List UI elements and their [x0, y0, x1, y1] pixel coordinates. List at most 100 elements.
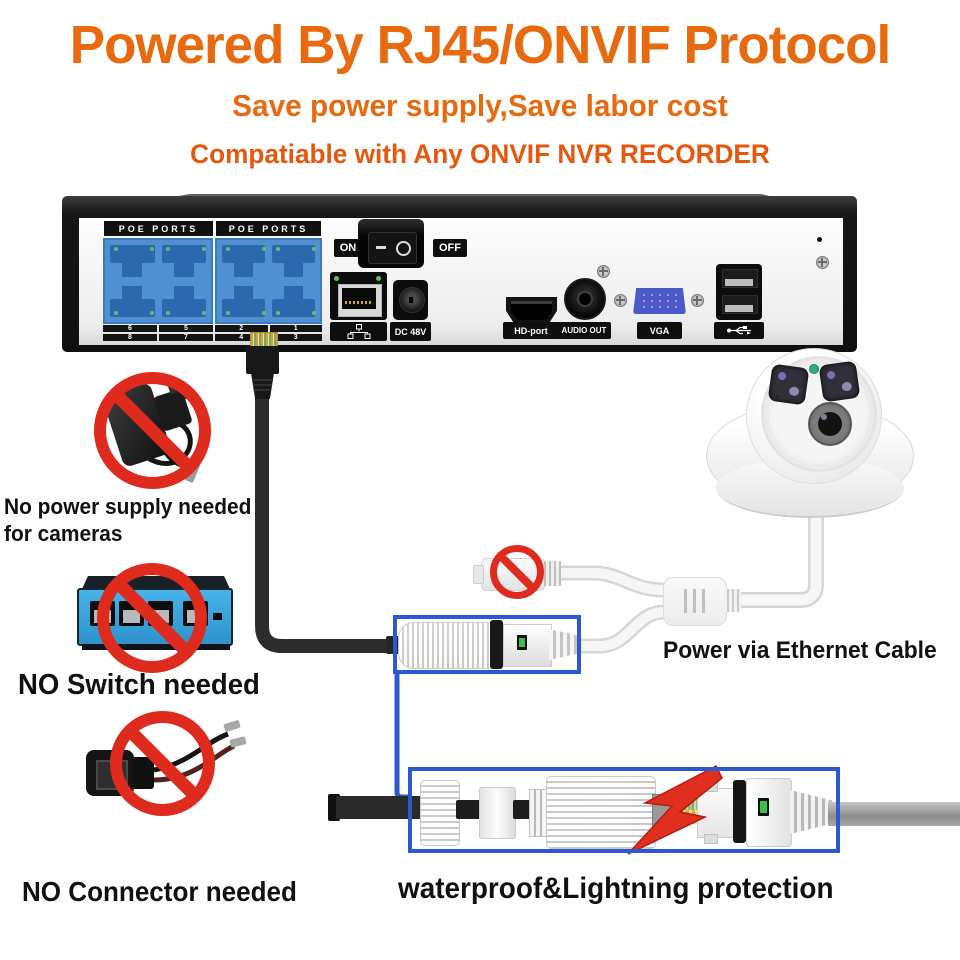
port-number: 5 [159, 325, 213, 332]
poe-ports-label-right: POE PORTS [216, 221, 321, 236]
power-on-label: ON [334, 239, 362, 257]
port-led-icon [226, 311, 230, 315]
port-led-icon [276, 247, 280, 251]
green-led-icon [517, 635, 527, 650]
connector-pin [513, 800, 533, 819]
port-led-icon [114, 247, 118, 251]
waterproof-text: waterproof&Lightning protection [398, 872, 834, 905]
poe-port [161, 285, 207, 318]
poe-port [222, 245, 265, 277]
port-led-icon [226, 247, 230, 251]
port-led-icon [165, 247, 170, 251]
port-number: 8 [103, 334, 157, 341]
poe-port [110, 245, 155, 277]
port-number-strip-left: 6 5 8 7 [103, 325, 213, 341]
port-number: 4 [215, 334, 268, 341]
switch-on-mark-icon [376, 246, 386, 249]
audio-label: AUDIO OUT [557, 322, 611, 339]
port-number: 1 [269, 325, 322, 332]
waterproof-nut [479, 787, 516, 839]
power-via-ethernet-text: Power via Ethernet Cable [663, 637, 937, 664]
no-power-line2: for cameras [4, 521, 123, 546]
poe-port [222, 285, 265, 318]
poe-port [161, 245, 207, 277]
usb-trident-icon [727, 326, 751, 335]
usb-label [714, 322, 764, 339]
green-led-icon [758, 798, 769, 816]
usb-tab [725, 279, 753, 286]
page-subtitle: Save power supply,Save labor cost [232, 88, 728, 123]
no-connector-text: NO Connector needed [22, 876, 297, 907]
gray-cable [828, 802, 960, 826]
port-number: 2 [215, 325, 268, 332]
camera-pigtail-cables [556, 512, 824, 654]
no-symbol-icon [110, 711, 215, 816]
no-power-line1: No power supply needed [4, 494, 252, 519]
network-nodes-icon [347, 324, 370, 339]
vga-port-pins [640, 292, 680, 310]
waterproof-sleeve-ribbed [546, 776, 656, 849]
vga-label: VGA [637, 322, 682, 339]
screw-head-icon [816, 256, 829, 269]
usb-tab [725, 305, 753, 312]
poe-port [272, 245, 315, 277]
hdmi-label: HD-port [503, 322, 559, 339]
poe-port [110, 285, 155, 318]
audio-jack-hole [577, 291, 593, 307]
dc-label: DC 48V [390, 322, 431, 341]
waterproof-connector-band [490, 620, 503, 669]
lan-led-icon [334, 276, 339, 281]
camera-base-rim [716, 458, 904, 518]
switch-button [213, 613, 222, 620]
poe-ports-label-left: POE PORTS [104, 221, 213, 236]
screw-head-icon [614, 294, 627, 307]
poe-port [272, 285, 315, 318]
dc-jack-pin [409, 297, 413, 303]
rj45-plug-boot [251, 373, 274, 399]
splitter-ridges [684, 589, 706, 613]
reset-pinhole [817, 237, 822, 242]
black-cable-segment [336, 796, 428, 819]
port-led-icon [165, 311, 170, 315]
screw-head-icon [597, 265, 610, 278]
no-symbol-icon [94, 372, 211, 489]
switch-off-mark-icon [396, 241, 411, 256]
mic-hole [776, 395, 779, 398]
socket-black-ring [733, 780, 746, 843]
lightning-bolt-icon [627, 764, 723, 855]
power-off-label: OFF [433, 239, 467, 257]
hdmi-port-opening [511, 301, 552, 320]
rj45-plug-body [246, 346, 279, 374]
lan-jack-pins [345, 301, 373, 304]
port-led-icon [276, 311, 280, 315]
no-power-supply-text: No power supply needed for cameras [4, 493, 251, 547]
waterproof-cap-ribbed [420, 780, 460, 846]
black-ethernet-cable [255, 396, 392, 653]
camera-lens [808, 402, 852, 446]
poe-port-group-right [215, 238, 322, 324]
status-led-icon [809, 364, 819, 374]
ir-led-icon [818, 360, 861, 403]
no-symbol-icon [490, 545, 544, 599]
splitter-collar [724, 589, 741, 612]
port-led-icon [114, 311, 118, 315]
no-symbol-icon [97, 563, 207, 673]
lan-label [330, 322, 387, 341]
port-number-strip-right: 2 1 4 3 [215, 325, 322, 341]
highlight-box-connector [393, 615, 581, 674]
dc-plug-tip [473, 565, 484, 584]
ir-led-icon [767, 363, 810, 406]
port-number: 6 [103, 325, 157, 332]
compatibility-note: Compatiable with Any ONVIF NVR RECORDER [190, 139, 770, 169]
highlight-box-waterproof-kit [408, 767, 840, 853]
poe-port-group-left [103, 238, 213, 324]
lan-led-icon [376, 276, 381, 281]
port-number: 7 [159, 334, 213, 341]
screw-head-icon [691, 294, 704, 307]
connector-pin [456, 800, 481, 819]
page-title: Powered By RJ45/ONVIF Protocol [69, 15, 891, 75]
no-switch-text: NO Switch needed [18, 669, 260, 701]
port-number: 3 [269, 334, 322, 341]
